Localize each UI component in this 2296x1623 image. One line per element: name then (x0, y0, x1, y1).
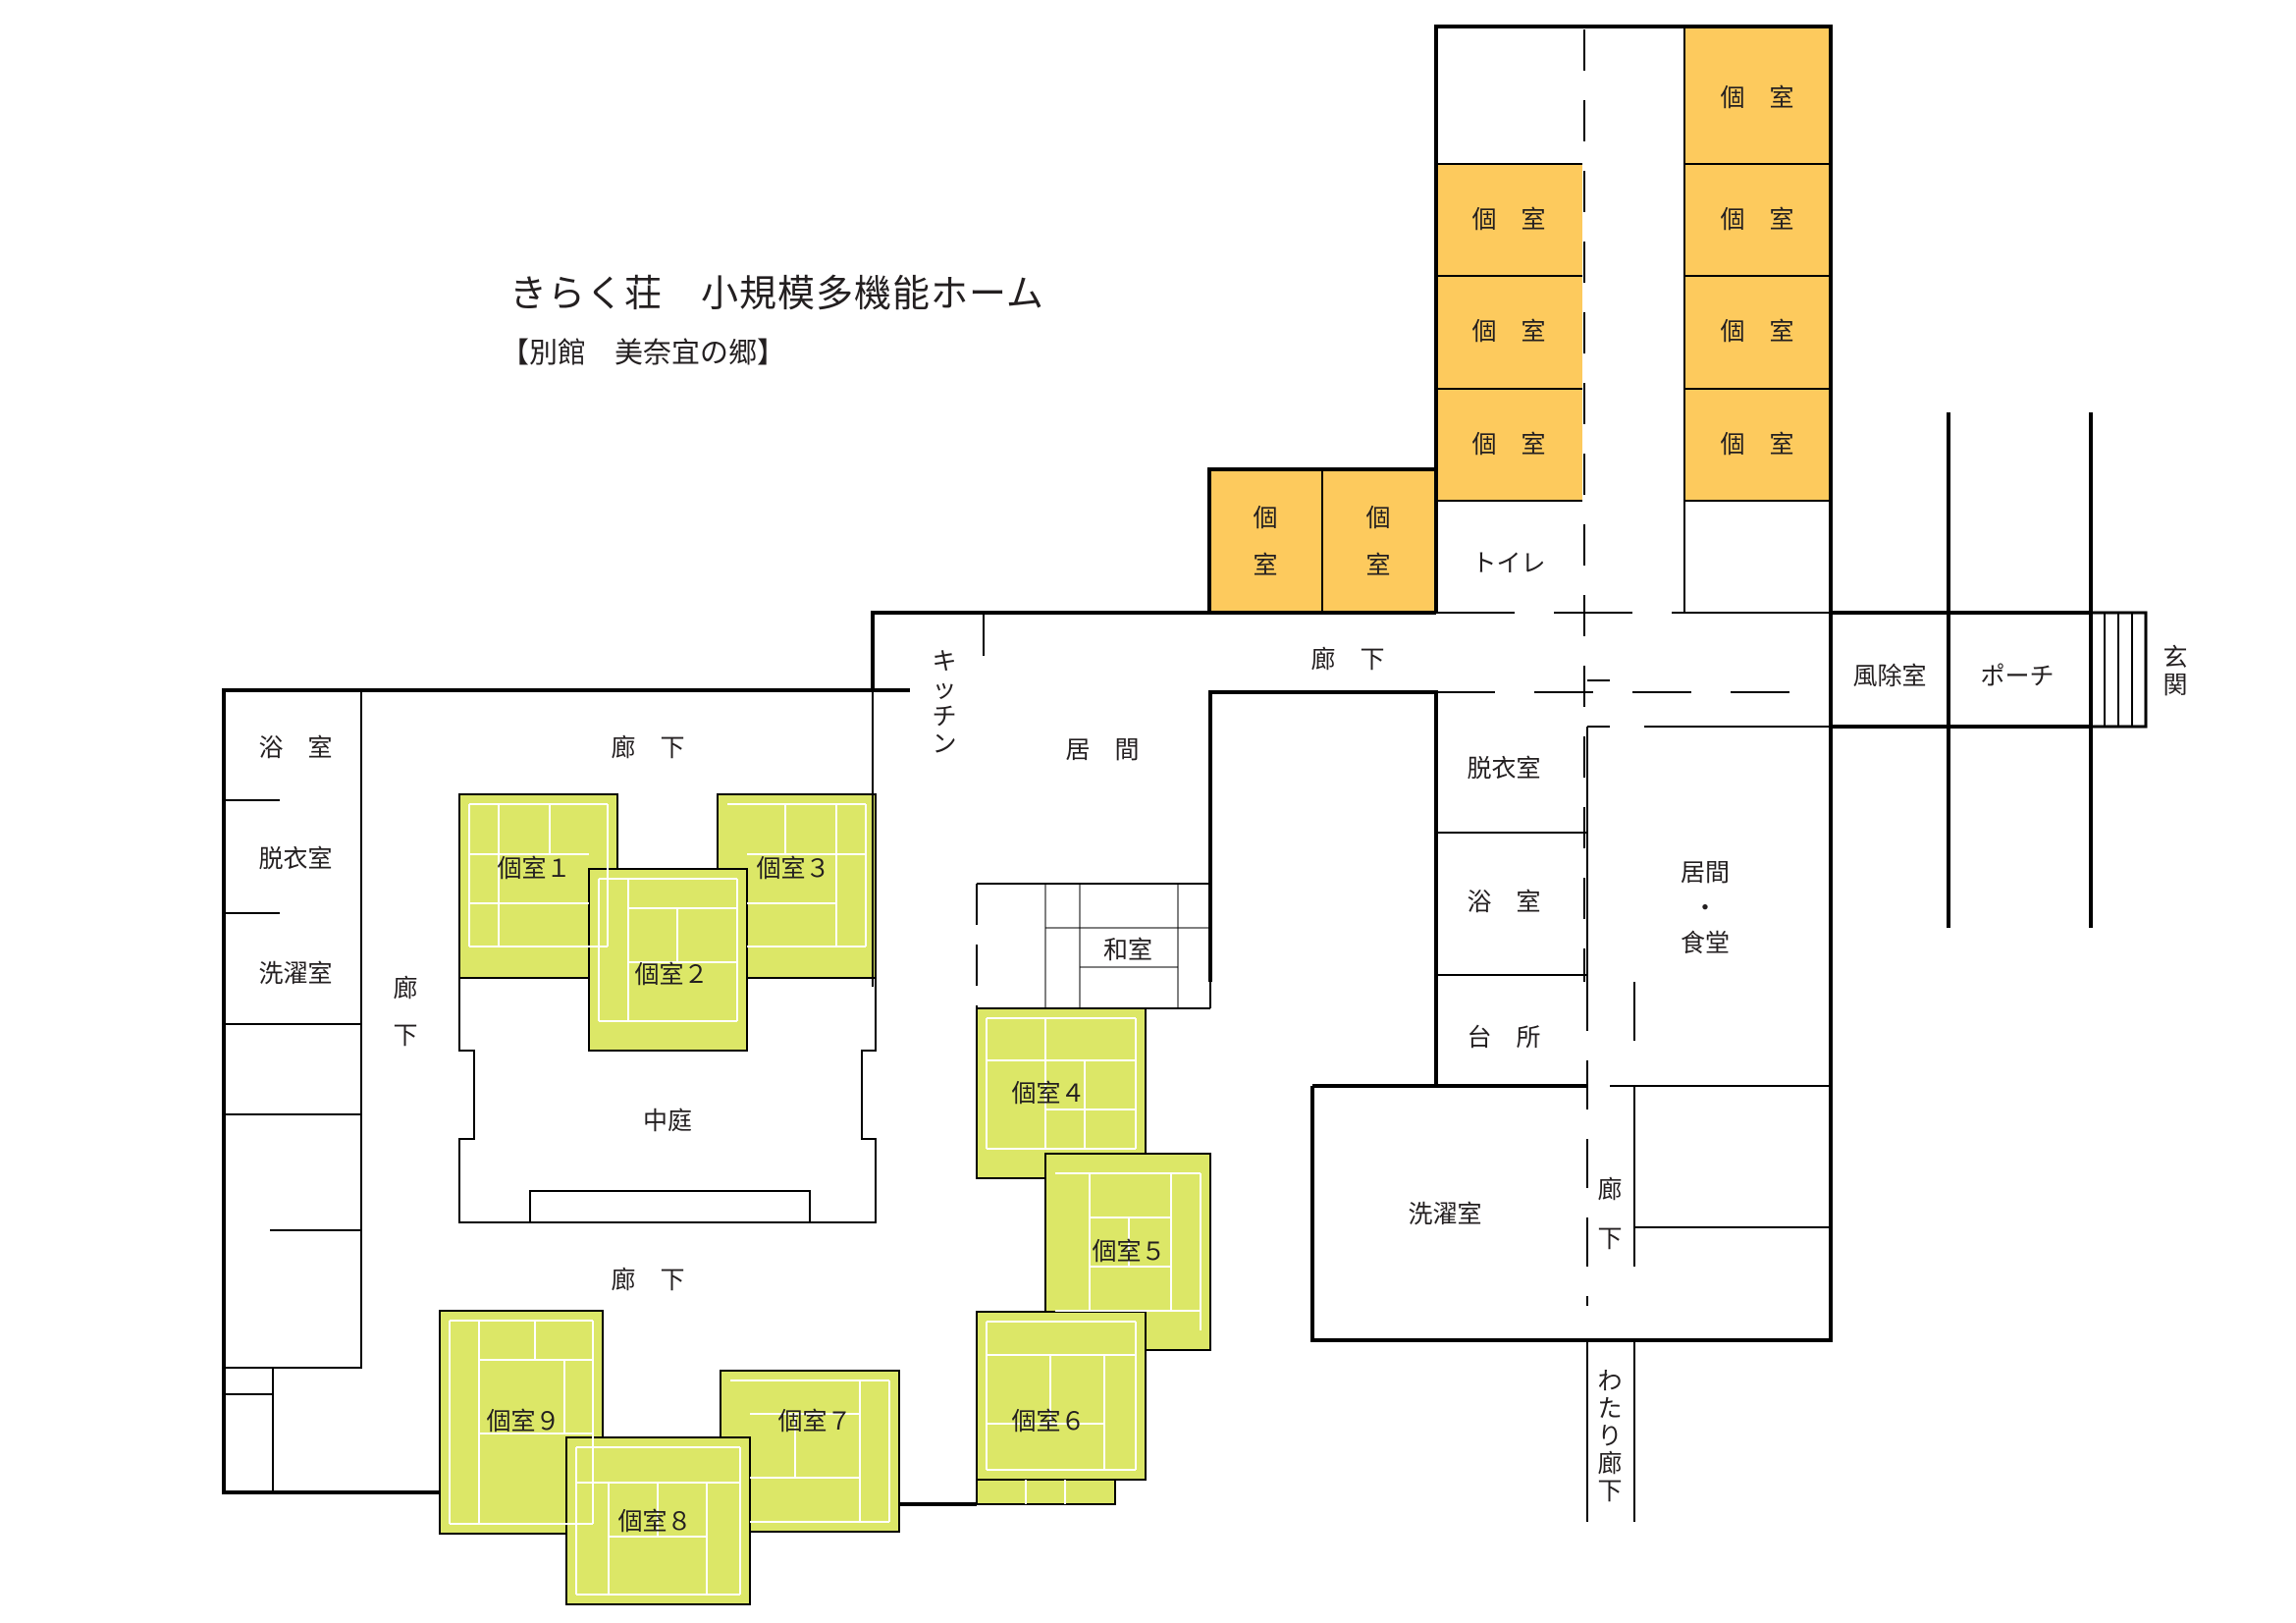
private-room-fill[interactable] (1684, 164, 1831, 276)
laundry-label: 洗濯室 (258, 959, 332, 988)
orange-rooms (1209, 27, 1831, 613)
private-room-fill[interactable] (1436, 164, 1582, 276)
entrance-char: 関 (2163, 671, 2187, 699)
laundry-label-east: 洗濯室 (1408, 1200, 1481, 1228)
dressing-label: 脱衣室 (258, 844, 332, 873)
watari-char: 下 (1597, 1477, 1622, 1505)
private-room-label: 個 室 (1720, 430, 1793, 459)
green-rooms (439, 793, 1211, 1605)
porch-label: ポーチ (1980, 662, 2054, 690)
room-3-label: 個室３ (756, 854, 829, 883)
corridor-v-top: 廊 (393, 974, 417, 1002)
corridor-label-bottom: 廊 下 (611, 1266, 684, 1294)
corridor-v-top-east: 廊 (1597, 1175, 1622, 1204)
labels: 個 室 個 室 個 室 個 室 個 室 個 室 個 室 個 室 個 室 トイレ … (258, 83, 2187, 1536)
entrance-char: 玄 (2163, 643, 2187, 672)
courtyard-label: 中庭 (643, 1107, 692, 1135)
toilet-label: トイレ (1471, 549, 1545, 577)
kitchen-char: キ (932, 647, 956, 676)
private-room-fill[interactable] (1436, 389, 1582, 501)
private-room-label: 個 室 (1720, 317, 1793, 346)
watari-char: た (1597, 1394, 1622, 1423)
room-4-label: 個室４ (1011, 1079, 1085, 1108)
kitchen-char: チ (932, 702, 956, 730)
private-room-fill[interactable] (1436, 276, 1582, 389)
private-room-label: 個 室 (1471, 205, 1545, 234)
room-1-label: 個室１ (497, 854, 570, 883)
room-2-label: 個室２ (634, 960, 708, 989)
corridor-label-central: 廊 下 (1310, 645, 1384, 674)
bath-label-east: 浴 室 (1467, 888, 1540, 916)
kitchen-room-label: 台 所 (1467, 1023, 1540, 1052)
corridor-v-bottom: 下 (393, 1021, 417, 1050)
watari-char: わ (1597, 1367, 1622, 1395)
watari-char: り (1597, 1422, 1622, 1450)
private-room-fill[interactable] (1209, 469, 1322, 613)
windbreak-label: 風除室 (1852, 662, 1926, 690)
kitchen-char: ッ (932, 675, 956, 703)
private-room-fill[interactable] (1684, 27, 1831, 164)
room-9-label: 個室９ (486, 1407, 560, 1435)
watari-char: 廊 (1597, 1449, 1622, 1478)
page-subtitle: 【別館 美奈宜の郷】 (501, 336, 786, 369)
private-room-label: 個 室 (1471, 317, 1545, 346)
tatami-lines (449, 803, 1201, 1596)
kitchen-char: ン (932, 730, 956, 758)
private-room-label-top: 個 (1365, 504, 1390, 532)
private-room-label-top: 個 (1253, 504, 1277, 532)
room-5-label: 個室５ (1092, 1237, 1165, 1266)
private-room-label: 個 室 (1471, 430, 1545, 459)
walls (222, 25, 2148, 1522)
room-6-annex (976, 1479, 1116, 1505)
living-dining-dot: ・ (1692, 893, 1717, 922)
page-title: きらく荘 小規模多機能ホーム (509, 272, 1044, 315)
room-4-fill[interactable] (976, 1007, 1147, 1179)
private-room-fill[interactable] (1684, 389, 1831, 501)
room-7-label: 個室７ (777, 1407, 851, 1435)
corridor-label-top: 廊 下 (611, 733, 684, 762)
private-room-fill[interactable] (1684, 276, 1831, 389)
living-label: 居 間 (1065, 735, 1139, 764)
private-room-label: 個 室 (1720, 205, 1793, 234)
washitsu-label: 和室 (1103, 936, 1152, 964)
private-room-label-bottom: 室 (1253, 551, 1277, 579)
bath-label: 浴 室 (258, 733, 332, 762)
living-dining-top: 居間 (1681, 858, 1730, 887)
private-room-label-bottom: 室 (1365, 551, 1390, 579)
corridor-v-bottom-east: 下 (1597, 1224, 1622, 1253)
dressing-label-east: 脱衣室 (1467, 754, 1540, 783)
room-6-label: 個室６ (1011, 1407, 1085, 1435)
room-8-label: 個室８ (617, 1507, 691, 1536)
living-dining-bottom: 食堂 (1681, 929, 1730, 957)
private-room-label: 個 室 (1720, 83, 1793, 112)
private-room-fill[interactable] (1322, 469, 1436, 613)
room-6-fill[interactable] (976, 1311, 1147, 1481)
